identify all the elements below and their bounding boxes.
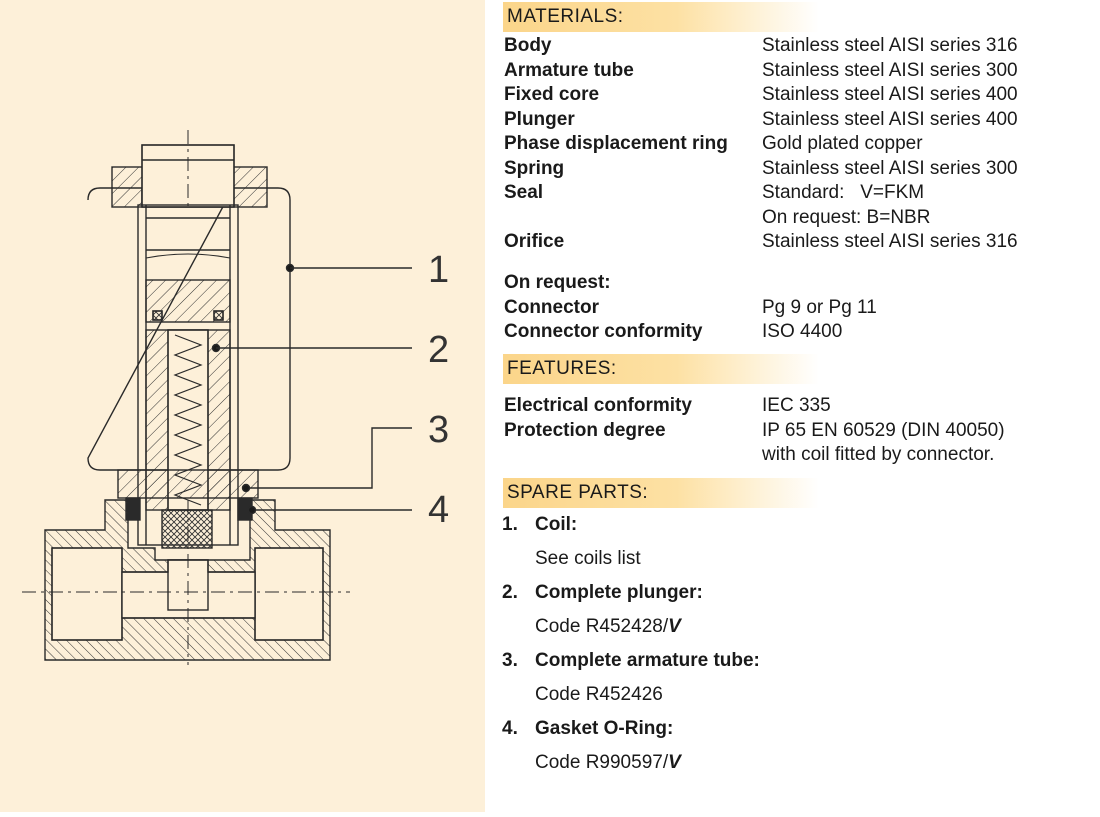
spare-part-item: 4.Gasket O-Ring: Code R990597/V [502,718,681,773]
materials-header: MATERIALS: [503,2,819,32]
drawing-panel: 1 2 3 4 [0,0,485,812]
features-header: FEATURES: [503,354,819,384]
callout-3: 3 [428,409,449,451]
callout-1: 1 [428,249,449,291]
spare-part-item: 3.Complete armature tube: Code R452426 [502,650,760,705]
base-flange [117,469,259,499]
leader-lines [211,263,412,515]
callout-4: 4 [428,489,449,531]
spare-part-item: 2.Complete plunger: Code R452428/V [502,582,703,637]
spare-parts-header: SPARE PARTS: [503,478,819,508]
coil-outline [87,187,291,471]
seal [161,509,213,549]
valve-cross-section-drawing: 1 2 3 4 [22,130,449,665]
spare-parts-list: 1.Coil: See coils list 2.Complete plunge… [502,510,760,782]
spare-part-item: 1.Coil: See coils list [502,514,641,569]
callout-2: 2 [428,329,449,371]
